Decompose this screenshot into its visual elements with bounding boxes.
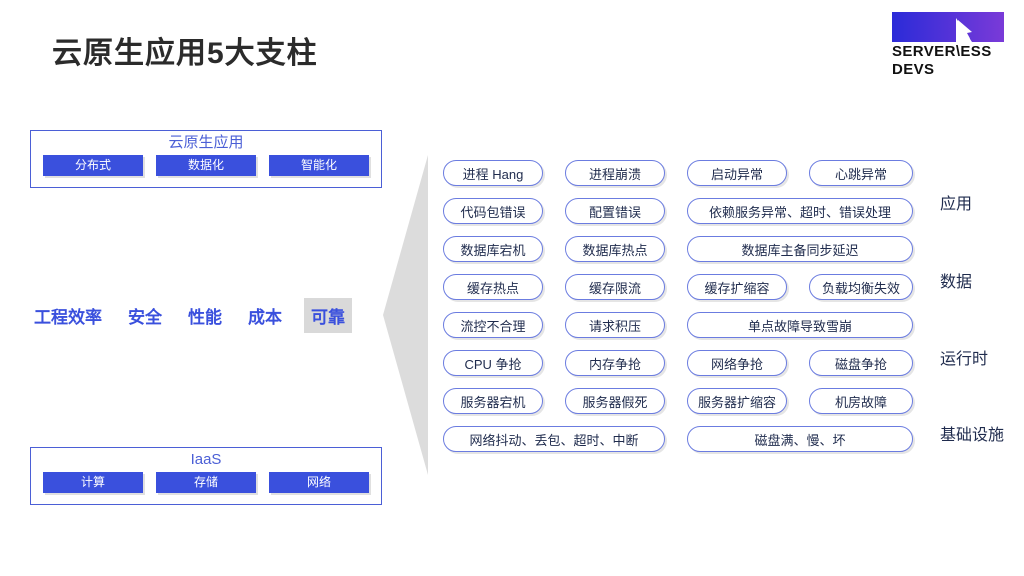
cloud-native-application-box: 云原生应用 分布式 数据化 智能化: [30, 130, 382, 188]
matrix-cell[interactable]: 数据库主备同步延迟: [687, 236, 913, 262]
matrix-row: 进程 Hang 进程崩溃启动异常心跳异常: [443, 160, 913, 198]
chip-distributed[interactable]: 分布式: [43, 155, 143, 176]
matrix-cell[interactable]: 启动异常: [687, 160, 787, 186]
iaas-box: IaaS 计算 存储 网络: [30, 447, 382, 505]
logo-wordmark: SERVER\ESS DEVS: [892, 44, 1004, 77]
chip-intelligence[interactable]: 智能化: [269, 155, 369, 176]
cloud-native-box-title: 云原生应用: [168, 134, 244, 151]
iaas-chip-row: 计算 存储 网络: [31, 472, 381, 493]
logo-line-2: DEVS: [892, 61, 935, 78]
chip-datafication[interactable]: 数据化: [156, 155, 256, 176]
category-label-application: 应用: [940, 196, 973, 213]
matrix-cell[interactable]: 依赖服务异常、超时、错误处理: [687, 198, 913, 224]
matrix-row: 服务器宕机服务器假死服务器扩缩容机房故障: [443, 388, 913, 426]
matrix-cell[interactable]: 数据库宕机: [443, 236, 543, 262]
matrix-cell[interactable]: 网络抖动、丢包、超时、中断: [443, 426, 665, 452]
pillar-cost[interactable]: 成本: [248, 307, 282, 327]
category-label-runtime: 运行时: [940, 351, 989, 368]
arrow-connector-icon: [383, 155, 428, 475]
iaas-box-title: IaaS: [190, 451, 222, 468]
matrix-row: 代码包错误配置错误依赖服务异常、超时、错误处理: [443, 198, 913, 236]
matrix-cell[interactable]: 配置错误: [565, 198, 665, 224]
matrix-row: 流控不合理请求积压单点故障导致雪崩: [443, 312, 913, 350]
matrix-cell[interactable]: 磁盘满、慢、坏: [687, 426, 913, 452]
matrix-cell[interactable]: 缓存扩缩容: [687, 274, 787, 300]
logo-gradient-mark: [892, 12, 1004, 42]
pillars-row: 工程效率 安全 性能 成本 可靠: [30, 297, 382, 333]
matrix-cell[interactable]: 缓存热点: [443, 274, 543, 300]
chip-storage[interactable]: 存储: [156, 472, 256, 493]
matrix-cell[interactable]: 服务器宕机: [443, 388, 543, 414]
pillar-security[interactable]: 安全: [128, 307, 162, 327]
cloud-native-chip-row: 分布式 数据化 智能化: [31, 155, 381, 176]
matrix-cell[interactable]: 进程崩溃: [565, 160, 665, 186]
matrix-row: CPU 争抢内存争抢网络争抢磁盘争抢: [443, 350, 913, 388]
matrix-cell[interactable]: 服务器扩缩容: [687, 388, 787, 414]
chip-network[interactable]: 网络: [269, 472, 369, 493]
matrix-cell[interactable]: 流控不合理: [443, 312, 543, 338]
matrix-row: 数据库宕机数据库热点数据库主备同步延迟: [443, 236, 913, 274]
matrix-cell[interactable]: 单点故障导致雪崩: [687, 312, 913, 338]
matrix-cell[interactable]: 负载均衡失效: [809, 274, 913, 300]
matrix-cell[interactable]: CPU 争抢: [443, 350, 543, 376]
matrix-cell[interactable]: 进程 Hang: [443, 160, 543, 186]
category-label-infrastructure: 基础设施: [940, 427, 1005, 444]
chip-compute[interactable]: 计算: [43, 472, 143, 493]
matrix-cell[interactable]: 代码包错误: [443, 198, 543, 224]
failure-scenario-matrix: 进程 Hang 进程崩溃启动异常心跳异常代码包错误配置错误依赖服务异常、超时、错误…: [443, 160, 913, 464]
matrix-cell[interactable]: 网络争抢: [687, 350, 787, 376]
matrix-cell[interactable]: 缓存限流: [565, 274, 665, 300]
matrix-row: 网络抖动、丢包、超时、中断磁盘满、慢、坏: [443, 426, 913, 464]
matrix-row: 缓存热点缓存限流缓存扩缩容负载均衡失效: [443, 274, 913, 312]
matrix-cell[interactable]: 内存争抢: [565, 350, 665, 376]
page-title: 云原生应用5大支柱: [52, 37, 318, 70]
logo-line-1: SERVER\ESS: [892, 43, 992, 60]
pillar-performance[interactable]: 性能: [188, 307, 222, 327]
matrix-cell[interactable]: 数据库热点: [565, 236, 665, 262]
serverless-devs-logo: SERVER\ESS DEVS: [892, 10, 1004, 78]
matrix-cell[interactable]: 心跳异常: [809, 160, 913, 186]
matrix-cell[interactable]: 请求积压: [565, 312, 665, 338]
pillar-engineering-efficiency[interactable]: 工程效率: [34, 307, 102, 327]
matrix-cell[interactable]: 服务器假死: [565, 388, 665, 414]
matrix-cell[interactable]: 机房故障: [809, 388, 913, 414]
category-label-data: 数据: [940, 274, 973, 291]
pillar-reliability-selected[interactable]: 可靠: [304, 297, 352, 333]
matrix-cell[interactable]: 磁盘争抢: [809, 350, 913, 376]
